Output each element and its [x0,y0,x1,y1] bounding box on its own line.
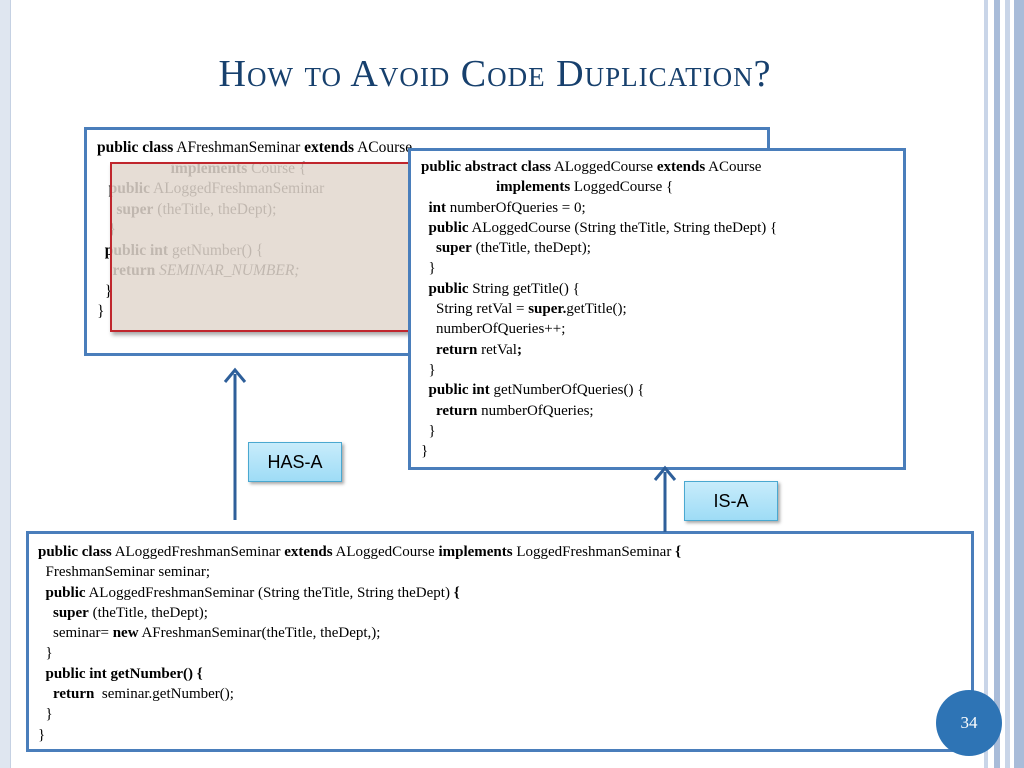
has-a-arrow [223,367,247,520]
has-a-label: HAS-A [248,442,342,482]
code-line: public String getTitle() { [428,280,580,297]
code-line: } [38,726,46,743]
code-line: String retVal = super.getTitle(); [421,301,627,318]
slide-title: How to Avoid Code Duplication? [218,53,772,95]
code-line: public ALoggedFreshmanSeminar (String th… [45,584,460,601]
code-line: int numberOfQueries = 0; [428,199,586,216]
code-line: FreshmanSeminar seminar; [38,564,211,581]
slide-right-stripes [978,0,1024,768]
code-line: public class ALoggedFreshmanSeminar exte… [38,544,681,560]
code-line: numberOfQueries++; [421,321,566,338]
code-line: } [38,645,53,662]
code-line: } [97,282,113,300]
code-line: implements LoggedCourse { [496,179,674,196]
code-line: public abstract class ALoggedCourse exte… [421,159,762,175]
is-a-arrow [653,465,677,532]
code-logged-course: public abstract class ALoggedCourse exte… [421,157,777,461]
is-a-label: IS-A [684,481,778,521]
code-box-logged-course: public abstract class ALoggedCourse exte… [408,148,906,470]
code-line: return numberOfQueries; [436,402,594,419]
code-line: return seminar.getNumber(); [53,686,234,703]
code-line: public int getNumber() { [45,665,203,682]
code-line: } [421,422,436,439]
code-line: super (theTitle, theDept); [53,604,208,621]
code-logged-freshman-seminar: public class ALoggedFreshmanSeminar exte… [38,542,681,745]
code-line: return retVal; [436,341,522,358]
code-line: super (theTitle, theDept); [436,240,591,257]
code-line: } [421,443,429,460]
slide-left-edge [0,0,11,768]
code-box-logged-freshman-seminar: public class ALoggedFreshmanSeminar exte… [26,531,974,752]
page-number: 34 [936,690,1002,756]
code-line: } [38,706,53,723]
code-line: } [97,303,105,320]
code-line: public class AFreshmanSeminar extends AC… [97,139,413,156]
code-line: public int getNumberOfQueries() { [428,382,645,399]
code-line: public ALoggedCourse (String theTitle, S… [428,219,778,236]
code-line: } [421,260,436,277]
code-line: seminar= new AFreshmanSeminar(theTitle, … [38,625,381,642]
code-line: } [421,361,436,378]
